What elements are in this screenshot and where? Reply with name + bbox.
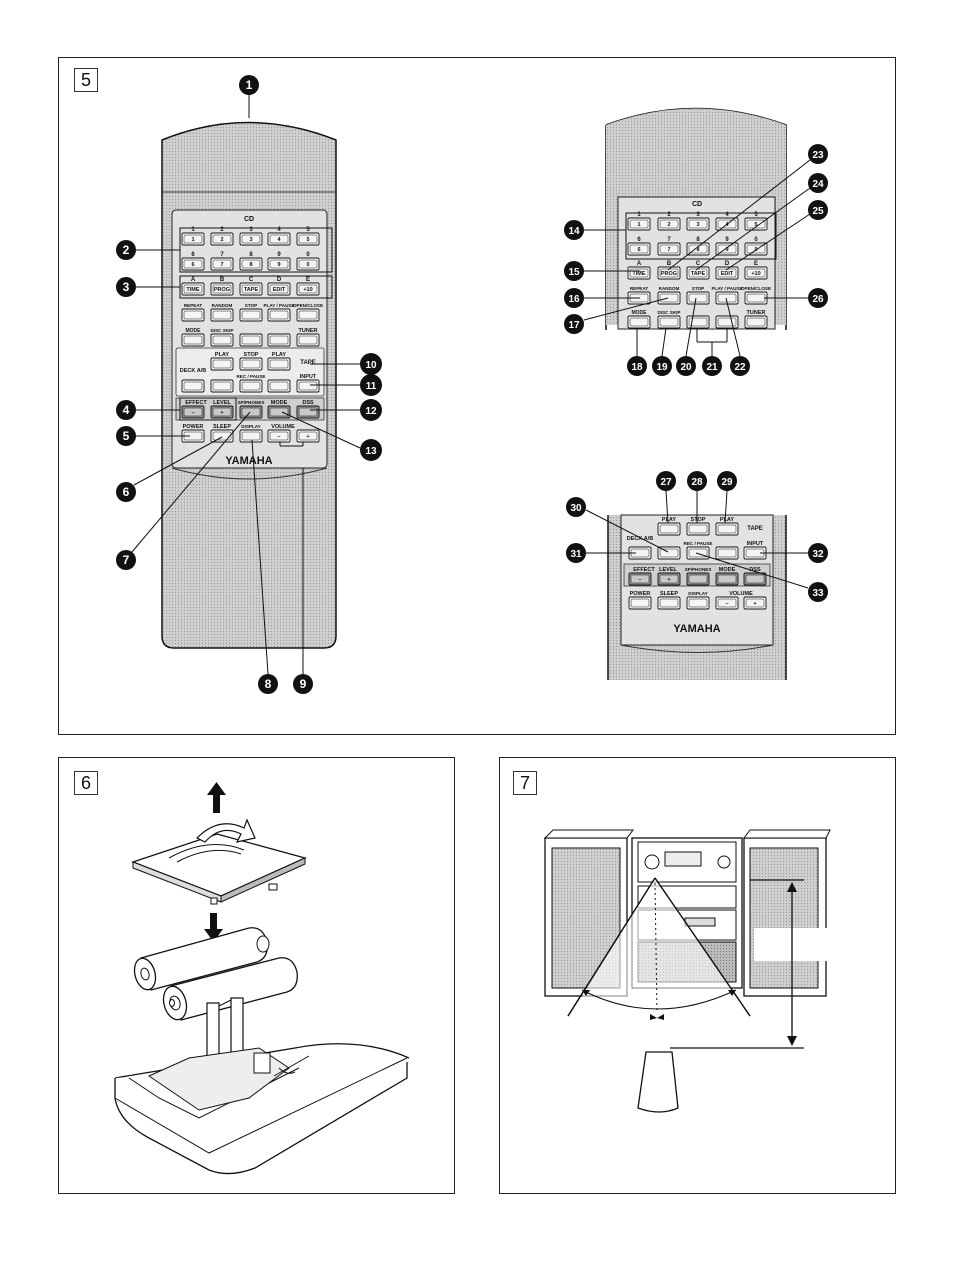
figure-5-panel: 5 bbox=[58, 57, 896, 735]
remote-small bbox=[637, 1051, 679, 1113]
battery-1 bbox=[133, 927, 270, 991]
figure-6-number: 6 bbox=[74, 771, 98, 795]
up-arrow-icon bbox=[207, 782, 226, 813]
battery-2 bbox=[162, 957, 298, 1021]
battery-installation-illustration bbox=[114, 782, 410, 1175]
remote-base bbox=[114, 1043, 410, 1175]
range-cone bbox=[567, 877, 751, 1020]
down-arrow-icon bbox=[204, 913, 223, 942]
remote-range-illustration bbox=[543, 829, 831, 1113]
battery-cover bbox=[131, 818, 307, 905]
distance-marker bbox=[670, 879, 804, 1049]
figure-7-panel: 7 bbox=[499, 757, 896, 1194]
right-speaker bbox=[743, 829, 831, 997]
figure-5-number: 5 bbox=[74, 68, 98, 92]
figure-7-number: 7 bbox=[513, 771, 537, 795]
figure-6-panel: 6 bbox=[58, 757, 455, 1194]
